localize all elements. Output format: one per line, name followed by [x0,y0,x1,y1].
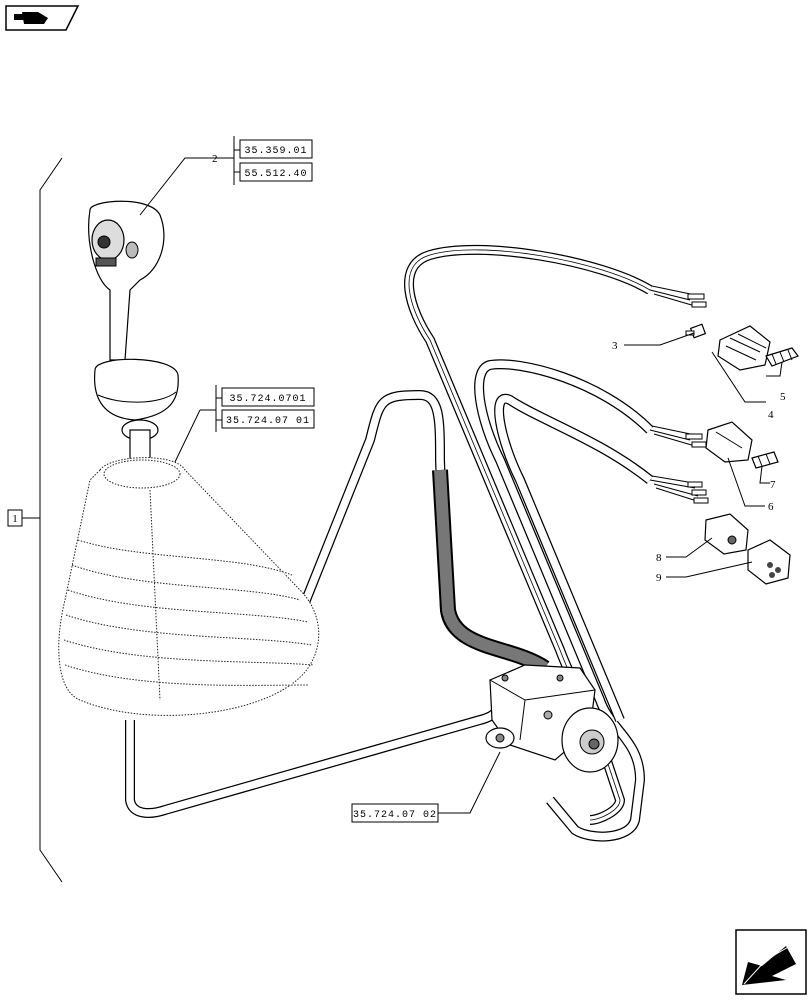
connector-item-8 [704,513,749,555]
book-icon[interactable] [5,5,80,31]
callout-3: 3 [612,340,618,352]
svg-text:35.724.0701: 35.724.0701 [229,394,306,405]
next-page-arrow-icon[interactable] [735,929,807,995]
control-valve [485,664,619,773]
leader-lines [139,136,783,814]
svg-text:35.724.07 02: 35.724.07 02 [353,810,437,821]
callout-2: 2 [212,153,218,165]
wire-harness-middle [649,425,707,448]
callout-1: 1 [12,513,18,525]
callout-5: 5 [780,391,786,403]
callout-7: 7 [770,479,776,491]
callout-9: 9 [656,572,662,584]
ref-box-valve[interactable]: 35.724.07 02 [351,803,439,823]
callout-4: 4 [768,409,774,421]
callout-8: 8 [656,552,662,564]
connector-item-4 [717,325,771,371]
wire-harness-upper [649,285,707,308]
seal-item-7 [751,451,779,469]
wire-harness-lower [649,475,709,504]
connector-item-6 [705,421,753,463]
connector-item-3 [685,323,707,339]
callout-6: 6 [768,501,774,513]
connector-item-9 [747,539,791,585]
ref-box-handle-1[interactable]: 35.359.01 [239,139,313,159]
group-bracket: 1 [7,157,63,883]
svg-text:35.724.07 01: 35.724.07 01 [226,416,310,427]
svg-text:55.512.40: 55.512.40 [244,169,307,180]
ref-box-handle-2[interactable]: 55.512.40 [239,162,313,182]
joystick-handle [88,200,179,491]
svg-text:35.359.01: 35.359.01 [244,146,307,157]
ref-box-boot-2[interactable]: 35.724.07 01 [221,409,315,429]
joystick-rubber-boot [58,457,320,716]
seal-item-5 [765,347,799,367]
hydraulic-hoses [125,244,654,842]
ref-box-boot-1[interactable]: 35.724.0701 [221,387,315,407]
